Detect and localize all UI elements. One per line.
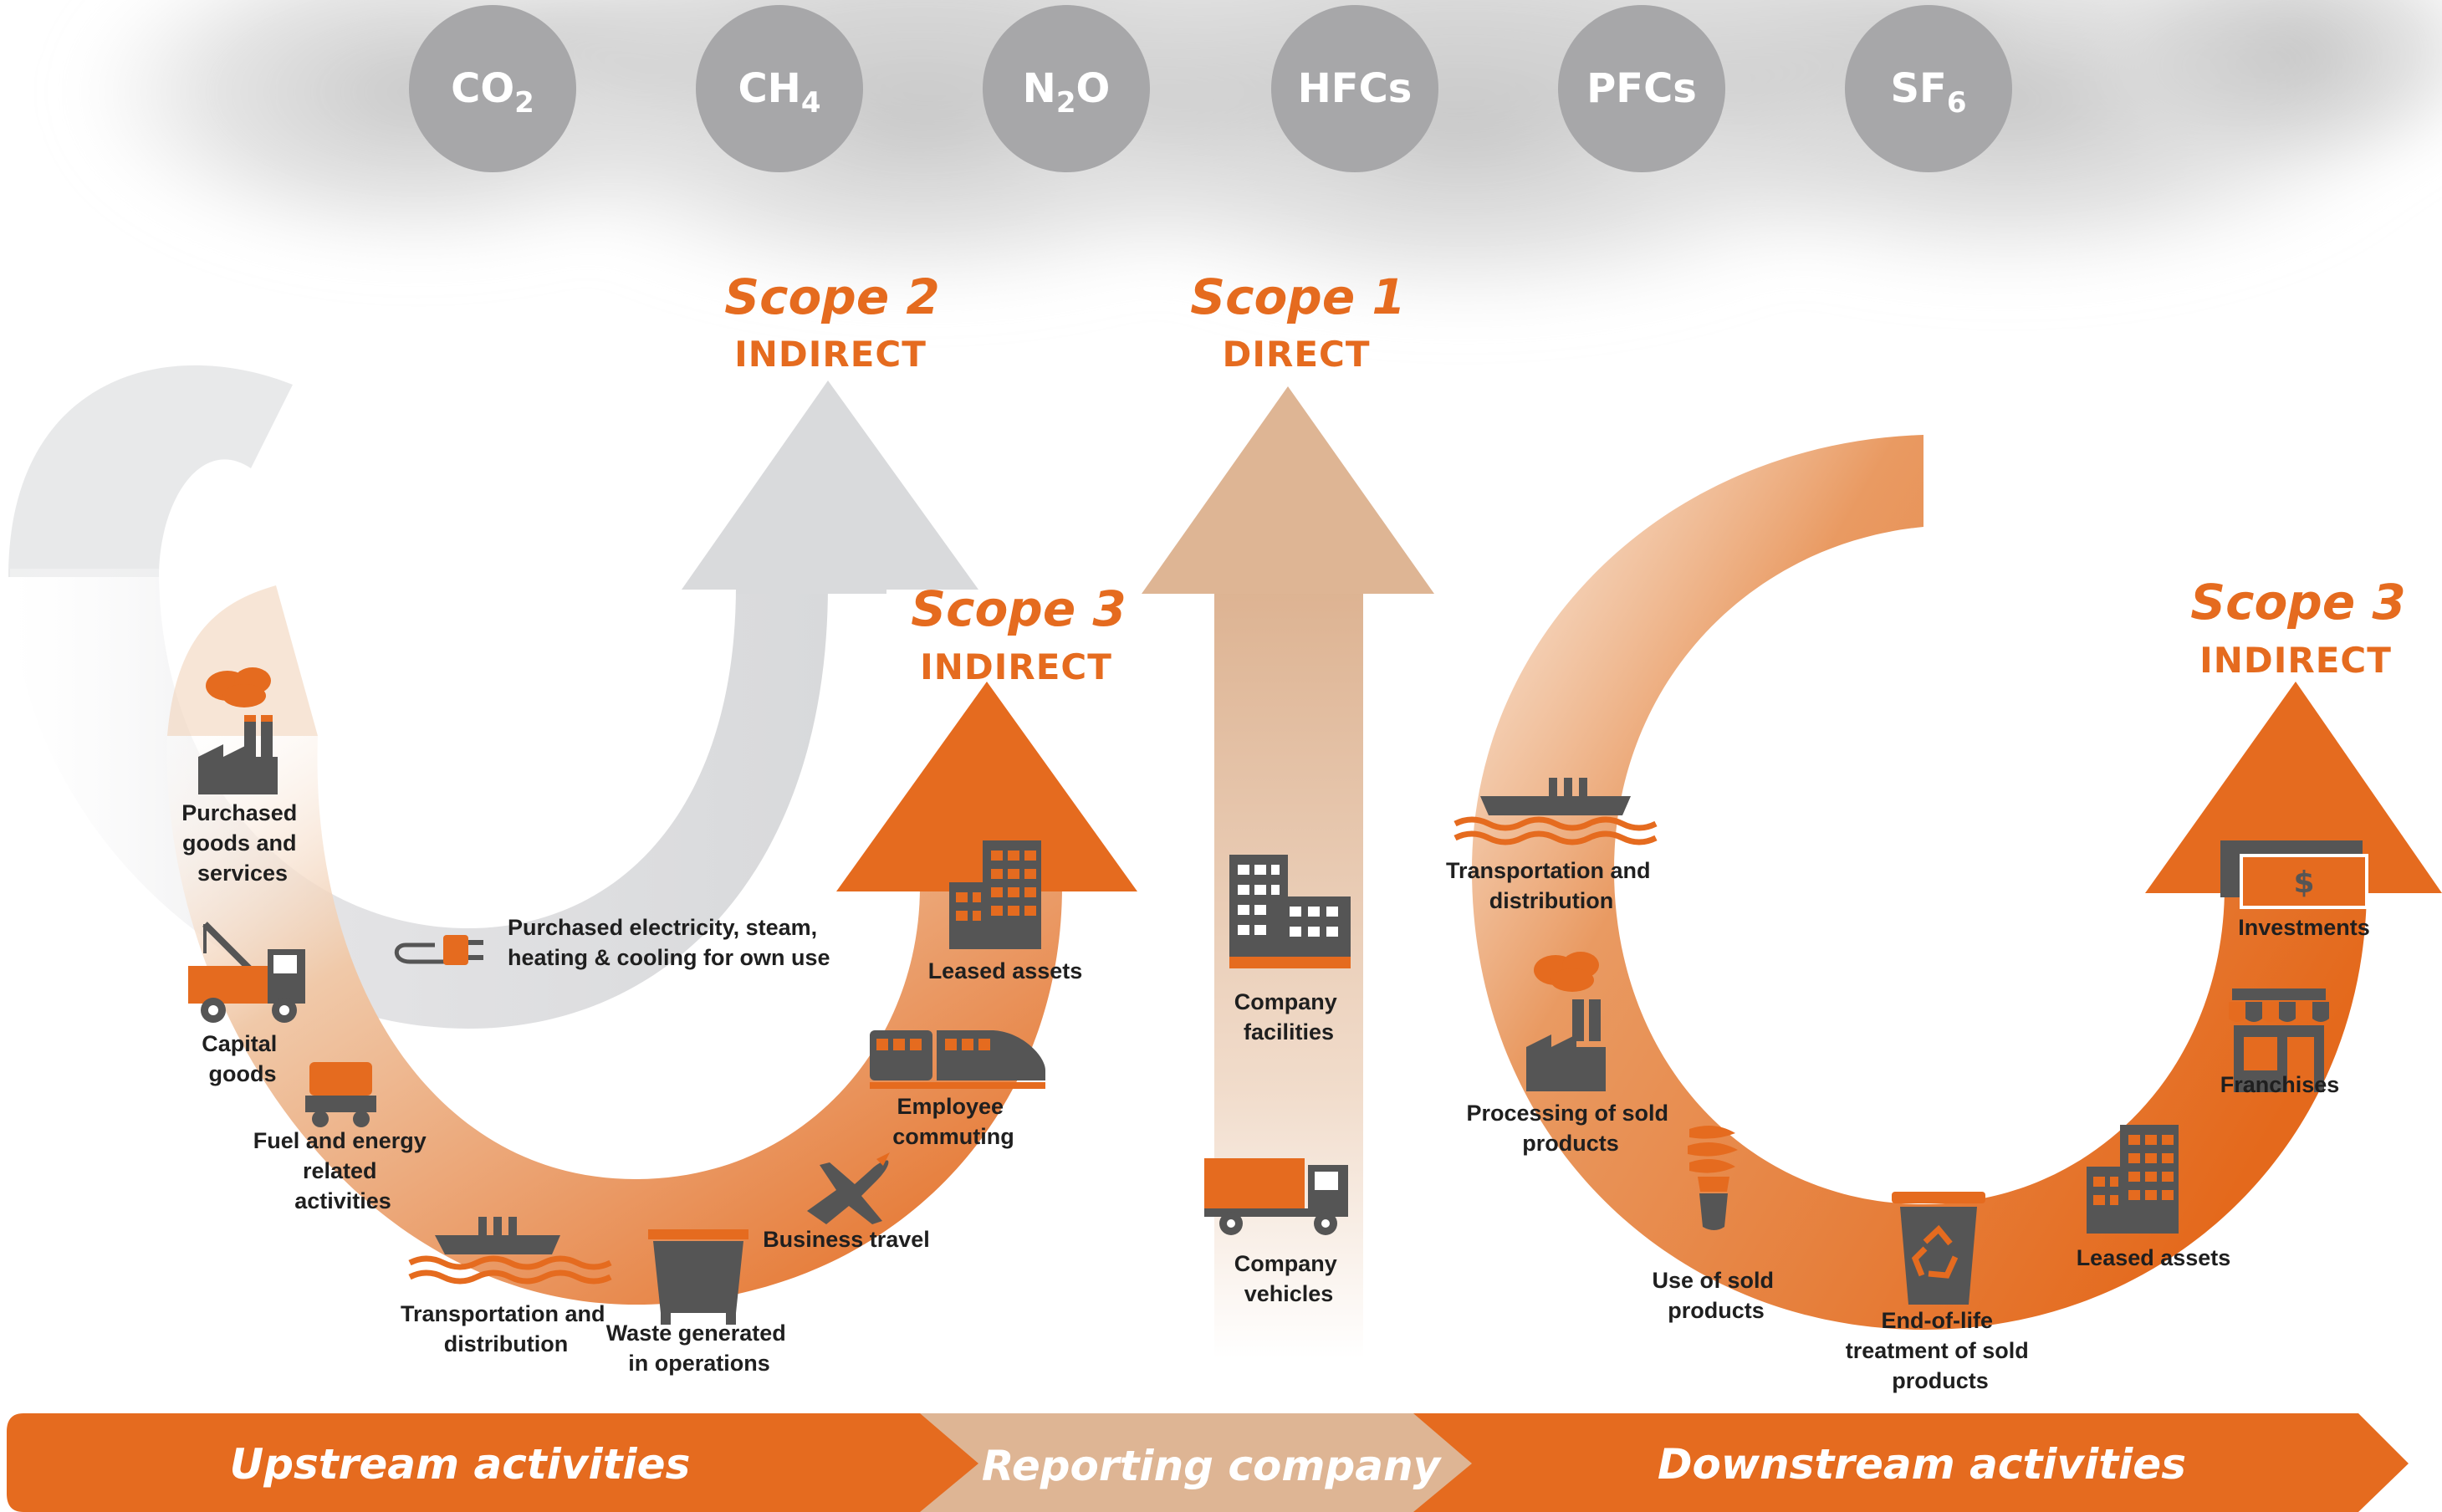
label-business-travel: Business travel [763,1227,930,1252]
ship-icon-downstream [1453,778,1658,845]
scope2-arrow [8,365,978,1029]
gas-ch4-sub: 4 [801,86,821,120]
label-company-facilities: Company facilities [1234,989,1344,1045]
gas-co2-base: CO [451,65,514,112]
gas-circle-ch4: CH4 [696,5,863,172]
label-purchased-electricity: Purchased electricity, steam, heating & … [508,915,830,970]
building-icon-downstream [2087,1125,2179,1234]
scope3-upstream-subtitle: INDIRECT [920,646,1112,687]
gas-co2-sub: 2 [514,86,534,120]
storefront-icon [2229,988,2329,1092]
money-icon: $ [2220,840,2368,909]
label-purchased-goods: Purchased goods and services [181,800,304,886]
scope2-subtitle: INDIRECT [734,334,927,375]
label-capital-goods: Capital goods [202,1031,284,1086]
scope1-subtitle: DIRECT [1223,334,1371,375]
gas-ch4-base: CH [738,65,800,112]
building-icon [949,840,1041,949]
label-transportation-upstream: Transportation and distribution [401,1301,611,1356]
label-company-vehicles: Company vehicles [1234,1251,1344,1306]
gas-n2o-tail: O [1076,65,1111,112]
label-leased-assets-downstream: Leased assets [2077,1245,2231,1270]
label-transportation-downstream: Transportation and distribution [1446,858,1657,913]
downstream-activities-label: Downstream activities [1658,1440,2186,1489]
gas-pfcs-label: PFCs [1586,65,1697,112]
scope-labels: Scope 2 INDIRECT Scope 1 DIRECT Scope 3 … [724,268,2405,687]
svg-text:CH4: CH4 [738,65,820,120]
svg-text:N2O: N2O [1023,65,1111,120]
gas-sf6-base: SF [1890,65,1946,112]
gas-n2o-base: N [1023,65,1056,112]
label-use-of-sold-products: Use of sold products [1652,1268,1780,1323]
scope3-downstream-title: Scope 3 [2190,574,2405,631]
gas-circle-n2o: N2O [983,5,1150,172]
gas-n2o-sub: 2 [1056,86,1076,120]
factory-icon-downstream [1526,952,1606,1091]
bar-segment-downstream [1413,1413,2409,1512]
truck-icon [1204,1158,1348,1235]
gas-circle-co2: CO2 [409,5,576,172]
label-fuel-energy: Fuel and energy related activities [253,1128,433,1213]
airplane-icon [807,1152,890,1224]
label-processing: Processing of sold products [1466,1101,1674,1156]
bar-segment-reporting [912,1413,1480,1512]
fuel-cart-icon [305,1062,376,1127]
label-employee-commuting: Employee commuting [892,1094,1014,1149]
upstream-activities-label: Upstream activities [230,1440,691,1489]
label-investments: Investments [2238,915,2370,940]
gas-circle-sf6: SF6 [1845,5,2012,172]
ship-icon [408,1217,612,1285]
scope1-title: Scope 1 [1190,268,1405,325]
company-building-icon [1229,855,1351,968]
label-leased-assets-upstream: Leased assets [928,958,1083,983]
label-franchises: Franchises [2220,1072,2340,1097]
scope3-downstream-subtitle: INDIRECT [2199,640,2392,681]
reporting-company-label: Reporting company [982,1442,1443,1490]
light-bulb-icon [1688,1126,1738,1230]
scope3-upstream-arrow [166,585,1137,1305]
icons: $ [188,667,2368,1325]
gas-circle-hfcs: HFCs [1271,5,1438,172]
scope3-upstream-title: Scope 3 [911,580,1126,637]
bar-segment-upstream [7,1413,978,1512]
gas-hfcs-label: HFCs [1298,65,1413,112]
recycle-bin-icon [1892,1192,1985,1305]
plug-icon [394,935,483,965]
svg-text:CO2: CO2 [451,65,534,120]
factory-icon [198,667,278,794]
dollar-sign: $ [2293,866,2314,900]
scope2-title: Scope 2 [724,268,939,325]
train-icon [870,1030,1045,1089]
item-labels: Purchased goods and services Capital goo… [181,800,2370,1393]
label-waste: Waste generated in operations [606,1320,793,1376]
crane-truck-icon [188,922,305,1023]
gas-circle-pfcs: PFCs [1558,5,1725,172]
gas-sf6-sub: 6 [1947,86,1967,120]
label-end-of-life: End-of-life treatment of sold products [1846,1308,2036,1393]
scope3-downstream-arrow [1472,435,2442,1330]
gas-circles: CO2 CH4 N2O HFCs PFCs SF6 [409,5,2012,172]
svg-text:SF6: SF6 [1890,65,1966,120]
dumpster-icon [648,1229,748,1325]
bottom-bar: Upstream activities Reporting company Do… [7,1413,2409,1512]
